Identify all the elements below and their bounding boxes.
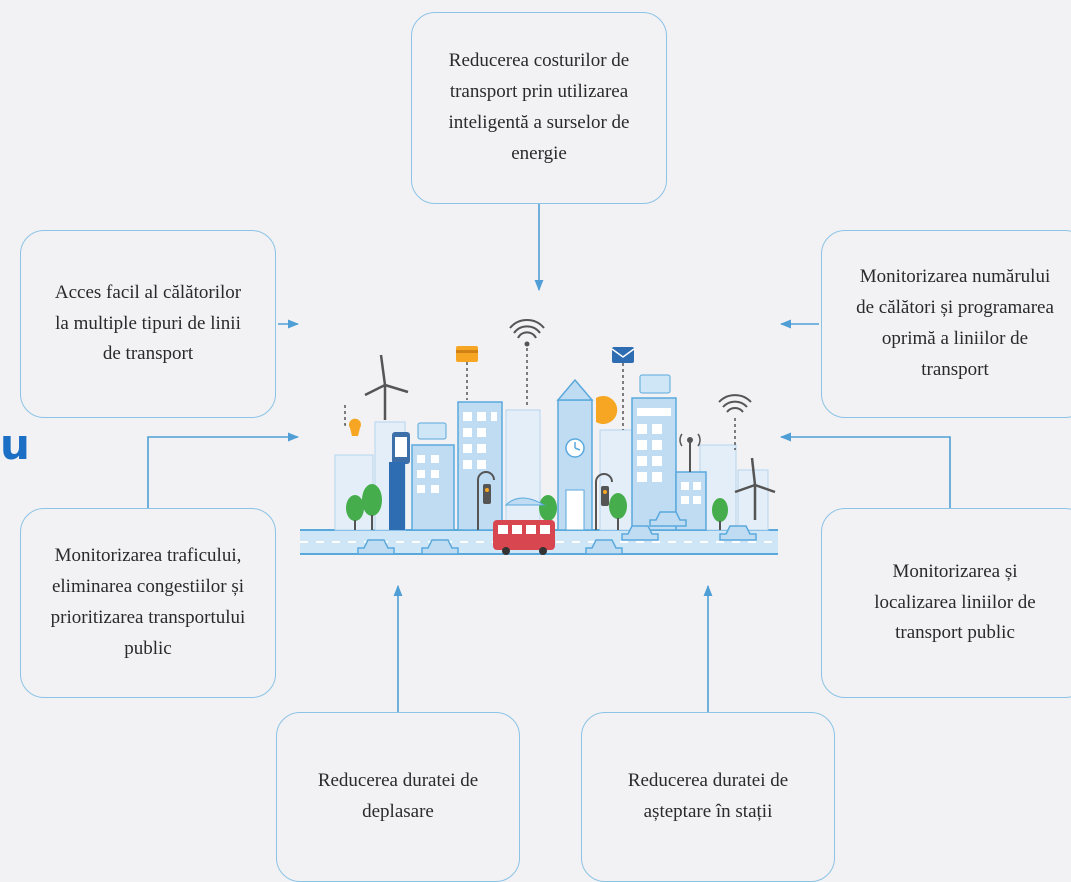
wifi-icon — [718, 394, 752, 413]
sun-icon — [596, 396, 618, 424]
tree-icon — [539, 495, 557, 521]
box-line: așteptare în stații — [643, 801, 773, 822]
box-energy-cost-reduction: Reducerea costurilor de transport prin u… — [411, 12, 667, 204]
box-line: public — [124, 637, 172, 659]
box-line: prioritizarea transportului — [50, 607, 246, 628]
car-icon — [719, 525, 757, 541]
car-icon — [357, 539, 395, 555]
antenna-icon — [679, 433, 701, 472]
partial-heading-letter: u — [0, 420, 30, 469]
car-icon — [421, 539, 459, 555]
box-line: energie — [511, 142, 567, 164]
wifi-icon — [509, 318, 545, 339]
car-icon — [649, 511, 687, 527]
box-line: localizarea liniilor de — [874, 591, 1036, 613]
bulb-icon — [344, 405, 362, 436]
box-easy-access: Acces facil al călătorilor la multiple t… — [20, 230, 276, 418]
tree-icon — [712, 498, 728, 522]
bus-icon — [493, 520, 555, 555]
car-icon — [621, 525, 659, 541]
tree-icon — [346, 495, 364, 521]
box-line: Monitorizarea și — [892, 560, 1018, 582]
box-line: Monitorizarea numărului — [859, 266, 1051, 288]
wind-turbine-icon — [734, 457, 776, 520]
box-line: Reducerea duratei de — [317, 770, 479, 792]
box-travel-time-reduction: Reducerea duratei de deplasare — [276, 712, 520, 882]
car-icon — [585, 539, 623, 555]
arrow-left2-up-right — [147, 432, 300, 508]
box-line: la multiple tipuri de linii — [55, 312, 241, 334]
billboard — [639, 374, 671, 394]
box-line: oprimă a liniilor de — [881, 328, 1029, 349]
box-line: inteligentă a surselor de — [448, 112, 630, 133]
wind-turbine-icon — [364, 354, 409, 420]
box-traffic-monitoring: Monitorizarea traficului, eliminarea con… — [20, 508, 276, 698]
box-line: Reducerea costurilor de — [448, 50, 630, 72]
box-line: deplasare — [362, 801, 434, 822]
tree-icon — [362, 484, 382, 516]
box-line: eliminarea congestiilor și — [51, 576, 245, 598]
card-icon — [456, 346, 478, 362]
box-line: Reducerea duratei de — [627, 770, 789, 792]
box-passenger-monitoring: Monitorizarea numărului de călători și p… — [821, 230, 1071, 418]
tree-icon — [609, 493, 627, 519]
box-line: transport prin utilizarea — [449, 81, 629, 103]
box-line: Acces facil al călătorilor — [54, 281, 242, 303]
box-line: transport — [921, 358, 989, 380]
box-line-localization: Monitorizarea și localizarea liniilor de… — [821, 508, 1071, 698]
arrow-right2-up-left — [779, 432, 951, 508]
traffic-light-icon — [601, 486, 609, 506]
mail-icon — [612, 347, 634, 363]
box-waiting-time-reduction: Reducerea duratei de așteptare în stații — [581, 712, 835, 882]
box-line: de transport — [102, 343, 194, 365]
billboard — [417, 422, 447, 440]
traffic-light-icon — [483, 484, 491, 504]
box-line: transport public — [895, 622, 1015, 644]
box-line: de călători și programarea — [856, 297, 1054, 319]
box-line: Monitorizarea traficului, — [54, 545, 242, 567]
bus-stop — [504, 497, 546, 506]
